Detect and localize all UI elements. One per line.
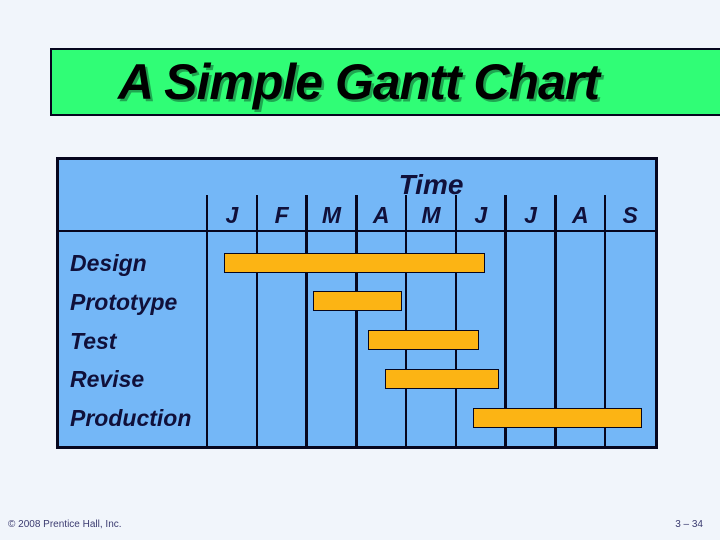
month-gridline xyxy=(255,195,259,446)
month-gridline xyxy=(355,195,358,446)
task-label: Revise xyxy=(70,366,145,393)
month-gridline xyxy=(504,195,507,446)
task-label: Test xyxy=(70,327,117,354)
copyright-text: © 2008 Prentice Hall, Inc. xyxy=(8,519,122,530)
time-axis-label: Time xyxy=(398,169,464,200)
month-gridline xyxy=(603,195,607,446)
month-label: A xyxy=(372,202,390,228)
month-gridline xyxy=(305,195,308,446)
month-label: J xyxy=(474,202,488,228)
gantt-bar xyxy=(384,368,499,389)
task-label: Design xyxy=(70,250,147,276)
month-gridline xyxy=(454,195,458,446)
month-label: M xyxy=(421,202,441,228)
month-label: S xyxy=(622,202,638,228)
slide-title-box: A Simple Gantt Chart xyxy=(50,48,720,116)
gantt-bar xyxy=(367,330,479,351)
month-label: M xyxy=(321,202,342,228)
month-gridline xyxy=(554,195,557,446)
task-label: Production xyxy=(70,405,192,432)
page-number: 3 – 34 xyxy=(675,519,703,530)
header-separator-line xyxy=(59,229,655,232)
gantt-bar xyxy=(223,252,485,273)
month-gridline xyxy=(404,195,408,446)
month-label: J xyxy=(524,202,537,228)
month-label: F xyxy=(274,202,289,228)
month-gridline xyxy=(205,195,209,446)
month-label: A xyxy=(572,202,589,228)
gantt-bar xyxy=(313,291,403,312)
month-label: J xyxy=(225,202,239,228)
gantt-bar xyxy=(472,407,643,428)
slide-title: A Simple Gantt Chart xyxy=(118,54,600,110)
task-label: Prototype xyxy=(70,288,178,315)
